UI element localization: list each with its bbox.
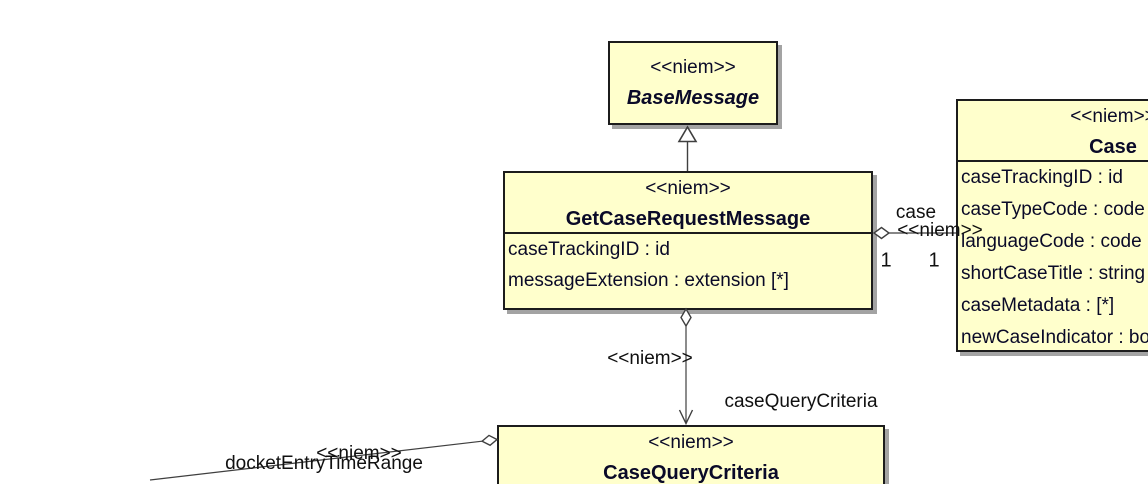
aggregation-diamond-icon: [680, 307, 692, 328]
attribute-row: caseTypeCode : code: [961, 199, 1145, 220]
class-header: <<niem>> Case: [958, 101, 1148, 160]
generalization-triangle-icon: [677, 125, 698, 143]
class-name: Case: [1089, 136, 1137, 158]
multiplicity-label: 1: [880, 249, 892, 272]
association-stereotype-label: <<niem>>: [607, 348, 693, 369]
attribute-row: languageCode : code: [961, 231, 1142, 252]
class-name: GetCaseRequestMessage: [565, 208, 811, 230]
class-name: CaseQueryCriteria: [603, 462, 779, 484]
stereotype-label: <<niem>>: [648, 432, 734, 453]
multiplicity-label: 1: [928, 249, 940, 272]
attribute-row: messageExtension : extension [*]: [508, 270, 789, 291]
stereotype-label: <<niem>>: [650, 57, 736, 78]
class-name: BaseMessage: [626, 87, 760, 109]
attribute-row: caseTrackingID : id: [961, 167, 1123, 188]
association-role-label-case: case: [895, 202, 937, 223]
attribute-row: caseMetadata : [*]: [961, 295, 1115, 316]
aggregation-diamond-icon: [480, 434, 499, 447]
stereotype-label: <<niem>>: [645, 178, 731, 199]
attribute-row: newCaseIndicator : boolean: [961, 327, 1148, 348]
class-case-query-criteria: <<niem>> CaseQueryCriteria: [497, 425, 885, 484]
association-role-label-case-query-criteria: caseQueryCriteria: [724, 391, 878, 412]
class-base-message: <<niem>> BaseMessage: [608, 41, 778, 125]
attribute-row: caseTrackingID : id: [508, 239, 670, 260]
attribute-compartment: caseTrackingID : id messageExtension : e…: [505, 232, 871, 296]
class-get-case-request-message: <<niem>> GetCaseRequestMessage caseTrack…: [503, 171, 873, 310]
attribute-row: shortCaseTitle : string: [961, 263, 1146, 284]
attribute-compartment: caseTrackingID : id caseTypeCode : code …: [958, 160, 1148, 354]
class-case: <<niem>> Case caseTrackingID : id caseTy…: [956, 99, 1148, 352]
association-stereotype-label: <<niem>>: [897, 220, 983, 241]
aggregation-diamond-icon: [872, 226, 891, 240]
class-header: <<niem>> GetCaseRequestMessage: [505, 173, 871, 232]
stereotype-label: <<niem>>: [1070, 106, 1148, 127]
class-header: <<niem>> BaseMessage: [610, 43, 776, 111]
association-role-label-docket-entry-time-range: docketEntryTimeRange: [225, 453, 423, 474]
class-header: <<niem>> CaseQueryCriteria: [499, 427, 883, 484]
open-arrowhead-icon: [678, 409, 694, 426]
